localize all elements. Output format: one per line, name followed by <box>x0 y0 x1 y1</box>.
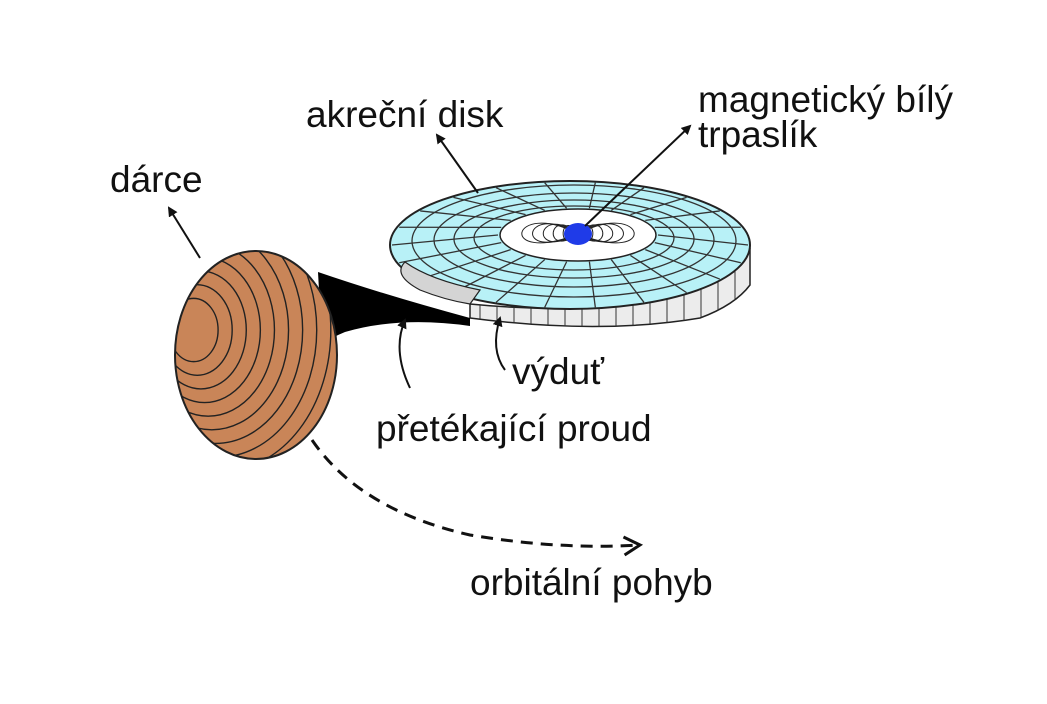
white-dwarf-pointer-arrow <box>584 124 692 227</box>
disk-label: akreční disk <box>306 94 504 135</box>
disk-spoke-18 <box>588 182 596 209</box>
donor-star <box>174 250 338 460</box>
disk-spoke-11 <box>399 241 502 264</box>
disk-ring-1 <box>411 184 737 298</box>
accretion-disk <box>389 180 751 310</box>
disk-spoke-16 <box>495 187 546 212</box>
donor-contour-5 <box>175 251 276 417</box>
donor-contour-1 <box>175 297 219 363</box>
white-dwarf-label-line1: magnetický bílý <box>698 79 953 120</box>
disk-spoke-10 <box>420 248 511 280</box>
disk-spoke-19 <box>610 187 645 211</box>
disk-pointer-arrow <box>435 133 479 194</box>
field-loop-right-5 <box>577 222 635 244</box>
orbit-label: orbitální pohyb <box>470 562 713 603</box>
disk-ring-4 <box>473 205 675 271</box>
field-loop-left-5 <box>521 222 579 244</box>
overflow-stream <box>318 272 470 345</box>
disk-spoke-4 <box>630 254 687 294</box>
disk-spoke-8 <box>495 259 546 303</box>
disk-ring-2 <box>433 192 715 288</box>
stream-pointer-arrow <box>397 318 411 389</box>
bulge-label: výduť <box>512 351 605 392</box>
disk-spoke-15 <box>453 196 526 216</box>
disk-spoke-7 <box>544 261 568 308</box>
disk-spoke-12 <box>391 234 499 246</box>
donor-pointer-arrow <box>167 206 201 259</box>
disk-spoke-17 <box>544 182 568 209</box>
disk-spoke-1 <box>657 234 749 246</box>
disk-spoke-20 <box>630 196 687 216</box>
disk-spoke-21 <box>645 210 720 222</box>
disk-spoke-6 <box>588 261 596 308</box>
disk-grid-spokes <box>391 182 749 308</box>
disk-cutaway <box>400 261 482 305</box>
donor-contour-9 <box>175 251 332 459</box>
disk-spoke-2 <box>654 241 741 264</box>
magnetic-field-lines <box>521 222 635 244</box>
stream-label: přetékající proud <box>376 408 652 449</box>
disk-spoke-5 <box>610 259 645 303</box>
donor-contour-2 <box>175 284 233 376</box>
orbital-motion-arrow <box>310 439 644 557</box>
bulge-pointer-arrow <box>492 316 506 371</box>
disk-spoke-3 <box>645 248 720 280</box>
donor-contour-6 <box>175 251 290 431</box>
white-dwarf <box>564 223 592 245</box>
disk-spoke-14 <box>420 210 511 222</box>
donor-contour-7 <box>175 251 304 445</box>
donor-label: dárce <box>110 159 203 200</box>
white-dwarf-label-line2: trpaslík <box>698 114 818 155</box>
